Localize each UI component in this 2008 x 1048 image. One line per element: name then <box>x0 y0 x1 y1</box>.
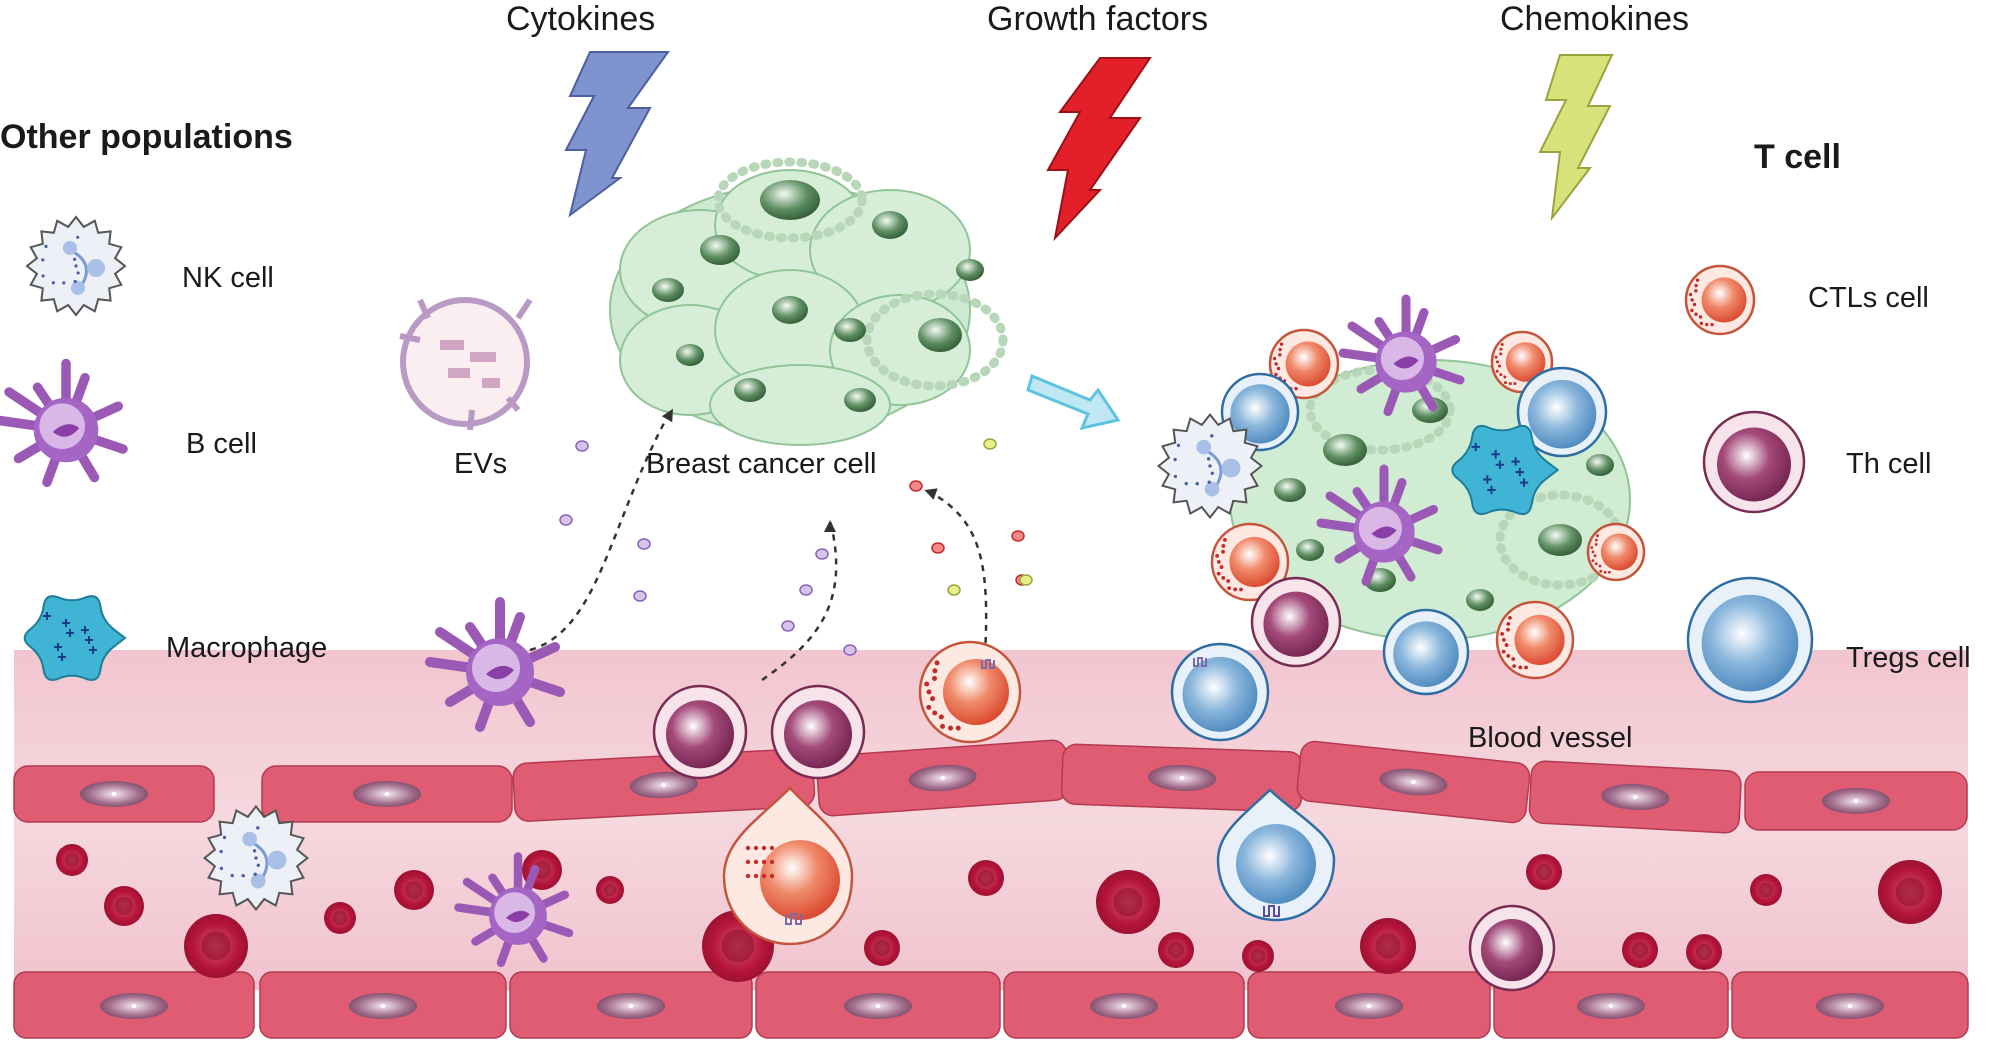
endothelial-cell-top <box>261 765 513 823</box>
label-blood-vessel: Blood vessel <box>1468 722 1633 754</box>
red-blood-cell <box>184 914 248 978</box>
macrophage-icon <box>23 595 127 681</box>
th-cell-icon <box>770 684 866 780</box>
extravasating-ctl-icon <box>722 786 854 946</box>
nk-cell-icon <box>1156 412 1264 520</box>
ctl-cell-icon <box>1684 264 1756 336</box>
ev-vesicle-icon <box>399 297 533 431</box>
endothelial-cell-bottom <box>509 971 753 1039</box>
legend-label-th-cell: Th cell <box>1846 448 1932 480</box>
b-cell-icon <box>1338 294 1465 416</box>
ctl-cell-icon <box>918 640 1022 744</box>
signal-particle <box>559 514 573 526</box>
macrophage-icon <box>1451 424 1560 516</box>
legend-label-ctls-cell: CTLs cell <box>1808 282 1929 314</box>
cytokines-bolt-icon <box>564 51 670 218</box>
signal-particle <box>1019 574 1033 586</box>
signal-particle <box>637 538 651 550</box>
signal-particle <box>909 480 923 492</box>
ctl-cell-icon <box>1495 600 1575 680</box>
signal-particle <box>781 620 795 632</box>
b-cell-icon <box>454 852 574 967</box>
b-cell-icon <box>1316 464 1443 586</box>
th-cell-icon <box>1468 904 1556 992</box>
endothelial-cell-top <box>13 765 215 823</box>
red-blood-cell <box>1622 932 1658 968</box>
label-breast-cancer-cell: Breast cancer cell <box>646 448 877 480</box>
endothelial-cell-bottom <box>1731 971 1969 1039</box>
endothelial-cell-bottom <box>1493 971 1729 1039</box>
th-cell-icon <box>1250 576 1342 668</box>
red-blood-cell <box>1158 932 1194 968</box>
signal-particle <box>947 584 961 596</box>
red-blood-cell <box>596 876 624 904</box>
signal-particle <box>633 590 647 602</box>
secretion-arrows <box>529 411 988 682</box>
endothelial-cell-top <box>1744 771 1968 831</box>
red-blood-cell <box>1096 870 1160 934</box>
signal-particle <box>1011 530 1025 542</box>
th-cell-icon <box>1702 410 1806 514</box>
signal-particle <box>575 440 589 452</box>
red-blood-cell <box>1242 940 1274 972</box>
legend-label-macrophage: Macrophage <box>166 632 328 664</box>
b-cell-icon <box>0 358 128 487</box>
breast-cancer-cell-cluster <box>609 157 1008 446</box>
red-blood-cell <box>864 930 900 966</box>
red-blood-cell <box>1686 934 1722 970</box>
label-evs: EVs <box>454 448 508 480</box>
th-cell-icon <box>652 684 748 780</box>
endothelial-cell-top <box>816 739 1070 817</box>
b-cell-icon <box>425 597 565 732</box>
header-t-cell: T cell <box>1754 138 1841 176</box>
legend-label-tregs-cell: Tregs cell <box>1846 642 1971 674</box>
ctl-cell-icon <box>1268 328 1340 400</box>
endothelial-cell-top <box>1528 760 1742 834</box>
signal-label-chemokines: Chemokines <box>1500 0 1689 38</box>
ctl-cell-icon <box>1586 522 1646 582</box>
signal-label-cytokines: Cytokines <box>506 0 656 38</box>
signal-particle <box>843 644 857 656</box>
red-blood-cell <box>324 902 356 934</box>
signal-particle <box>815 548 829 560</box>
endothelial-cell-bottom <box>1247 971 1491 1039</box>
endothelial-cell-bottom <box>1003 971 1245 1039</box>
nk-cell-icon <box>202 804 310 912</box>
endothelial-cell-bottom <box>13 971 255 1039</box>
signal-particle <box>931 542 945 554</box>
growth-factors-bolt-icon <box>1046 57 1152 242</box>
chemokines-bolt-icon <box>1538 54 1614 222</box>
treg-cell-icon <box>1382 608 1470 696</box>
progression-arrow-icon <box>1026 373 1121 431</box>
treg-cell-icon <box>1170 642 1270 742</box>
red-blood-cell <box>104 886 144 926</box>
red-blood-cell <box>1526 854 1562 890</box>
signal-particle <box>799 584 813 596</box>
red-blood-cell <box>56 844 88 876</box>
treg-cell-icon <box>1516 366 1608 458</box>
red-blood-cell <box>968 860 1004 896</box>
endothelial-cell-bottom <box>755 971 1001 1039</box>
red-blood-cell <box>1878 860 1942 924</box>
endothelial-cell-top <box>1296 740 1531 824</box>
signal-label-growth-factors: Growth factors <box>987 0 1209 38</box>
treg-cell-icon <box>1686 576 1814 704</box>
cells-layer <box>0 215 1814 992</box>
legend-label-b-cell: B cell <box>186 428 257 460</box>
nk-cell-icon <box>25 215 127 317</box>
red-blood-cell <box>1360 918 1416 974</box>
extravasating-treg-icon <box>1216 788 1336 922</box>
arrowheads <box>661 408 938 532</box>
ctl-cell-icon <box>1210 522 1290 602</box>
header-other-populations: Other populations <box>0 118 293 156</box>
signal-particle <box>983 438 997 450</box>
red-blood-cell <box>394 870 434 910</box>
legend-label-nk-cell: NK cell <box>182 262 274 294</box>
endothelial-cell-bottom <box>259 971 507 1039</box>
red-blood-cell <box>1750 874 1782 906</box>
